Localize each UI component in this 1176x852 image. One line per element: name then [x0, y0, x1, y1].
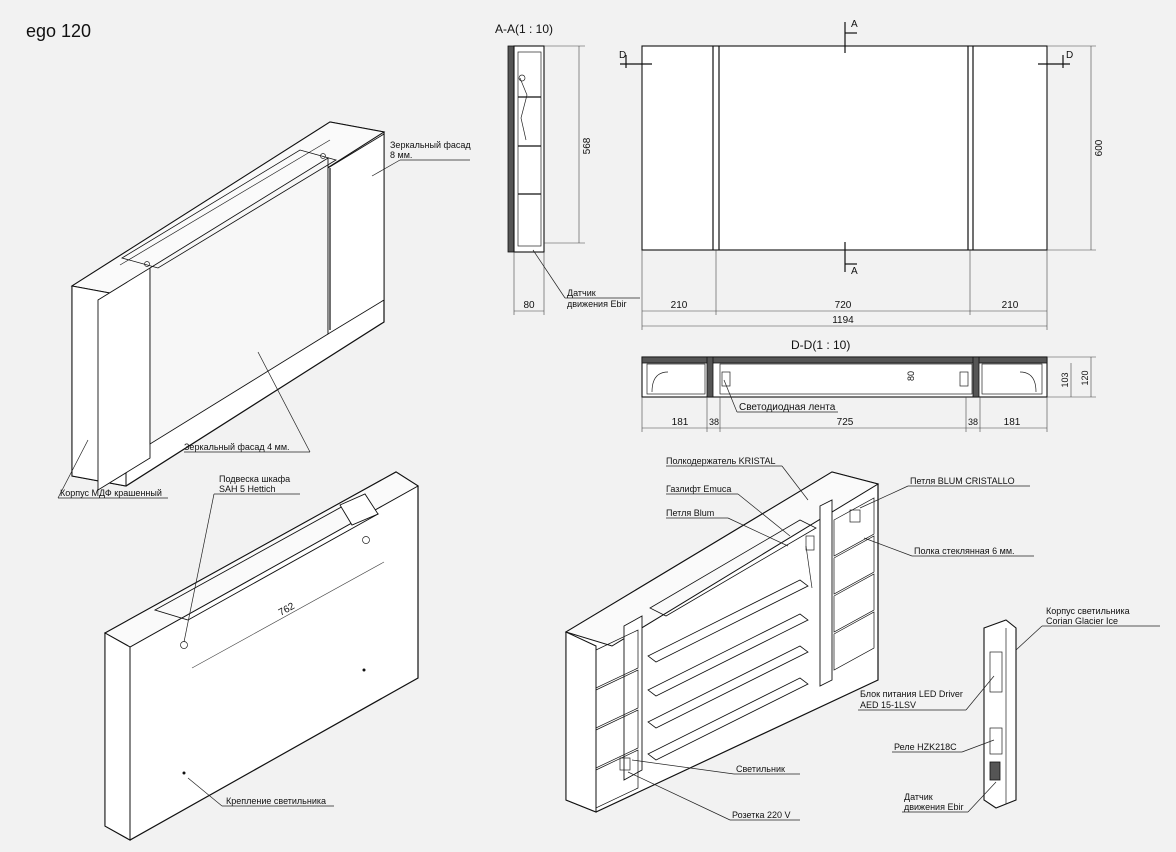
dd-dim-725: 725: [837, 417, 854, 428]
dd-dim-181-left: 181: [672, 417, 689, 428]
hanger-bracket: [339, 493, 379, 526]
mirror8-label-2: 8 мм.: [390, 150, 412, 160]
lamp-housing: [983, 619, 1017, 809]
body-leader: [57, 439, 89, 499]
relay-box: [989, 727, 1003, 755]
mirror8-label-1: Зеркальный фасад: [390, 140, 471, 150]
front-dim-1194: 1194: [832, 315, 854, 326]
right-door: [819, 499, 833, 687]
iso-back-view: 762 Подвеска шкафа SAH 5 Hettich Креплен…: [103, 471, 419, 841]
section-aa: A-A(1 : 10) 568 80 Датчик движения Ebir: [495, 22, 640, 315]
glass-shelf-leader: [863, 537, 913, 557]
hanger-leader: [183, 493, 215, 643]
aa-sensor-label-2: движения Ebir: [567, 299, 626, 309]
dd-dim-181-right: 181: [1004, 417, 1021, 428]
glass-shelf-label: Полка стеклянная 6 мм.: [914, 546, 1015, 556]
left-door: [623, 615, 643, 781]
front-dim-720: 720: [835, 300, 852, 311]
drawing-title: ego 120: [26, 21, 91, 41]
hanger-label-1: Подвеска шкафа: [219, 474, 290, 484]
socket-label: Розетка 220 V: [732, 810, 791, 820]
front-view: A A D D 600 210 720 210 1194: [619, 19, 1105, 330]
lamp-leader: [631, 759, 735, 775]
aa-inner: [517, 51, 542, 247]
lamp-mount-leader: [187, 777, 223, 807]
lamp-body-leader: [1015, 625, 1043, 651]
aa-body-outline: [513, 45, 545, 253]
front-dim-210-left: 210: [671, 300, 688, 311]
hinge-blum-label: Петля Blum: [666, 508, 714, 518]
aa-sensor-leader: [532, 249, 566, 299]
sensor-leader: [967, 781, 997, 813]
cut-a-bottom-label: A: [851, 266, 858, 277]
dd-dim-38-left: 38: [709, 417, 719, 427]
gas-lift-leader: [737, 493, 791, 537]
lamp-detail-view: Корпус светильника Corian Glacier Ice Бл…: [858, 606, 1160, 813]
shelf-holder-leader: [781, 465, 809, 501]
lamp-body-label-1: Корпус светильника: [1046, 606, 1130, 616]
driver-leader: [965, 675, 995, 711]
hinge-cristallo-leader: [859, 485, 909, 509]
section-aa-label: A-A(1 : 10): [495, 22, 553, 36]
front-dim-600: 600: [1094, 139, 1105, 156]
sensor-label-2: движения Ebir: [904, 802, 963, 812]
gas-lift-label: Газлифт Emuca: [666, 484, 731, 494]
front-dim-210-right: 210: [1002, 300, 1019, 311]
iso-back-outline: [104, 471, 419, 841]
mirror8-leader: [371, 159, 401, 177]
body-label: Корпус МДФ крашенный: [60, 488, 162, 498]
sensor-label-1: Датчик: [904, 792, 933, 802]
dd-dim-38-right: 38: [968, 417, 978, 427]
aa-dim-568: 568: [582, 137, 593, 154]
lamp-label: Светильник: [736, 764, 785, 774]
driver-label-2: AED 15-1LSV: [860, 700, 916, 710]
led-driver-box: [989, 651, 1003, 693]
iso-open-view: Полкодержатель KRISTAL Газлифт Emuca Пет…: [564, 456, 1034, 821]
back-dim-line-762: [191, 561, 385, 669]
mirror4-label: Зеркальный фасад 4 мм.: [184, 442, 290, 452]
dd-dim-103: 103: [1060, 372, 1070, 387]
relay-label: Реле HZK218C: [894, 742, 957, 752]
shelf-holder-label: Полкодержатель KRISTAL: [666, 456, 775, 466]
cut-d-left-label: D: [619, 50, 626, 61]
hanger-label-2: SAH 5 Hettich: [219, 484, 276, 494]
section-dd-label: D-D(1 : 10): [791, 338, 850, 352]
hinge-cristallo-label: Петля BLUM CRISTALLO: [910, 476, 1015, 486]
aa-dim-80: 80: [523, 300, 535, 311]
aa-gas-lift: [519, 77, 528, 141]
socket-leader: [627, 771, 731, 821]
driver-label-1: Блок питания LED Driver: [860, 689, 963, 699]
hinge-blum-leader: [727, 517, 789, 547]
cut-a-top-label: A: [851, 19, 858, 30]
section-dd: D-D(1 : 10) 103 120 80 181 38 725 38 181…: [641, 338, 1096, 432]
dd-led-label: Светодиодная лента: [739, 402, 836, 413]
aa-mirror-facade: [507, 45, 515, 253]
iso-front-view: Зеркальный фасад 8 мм. Зеркальный фасад …: [57, 121, 471, 499]
lamp-body-label-2: Corian Glacier Ice: [1046, 616, 1118, 626]
mirror4-leader: [257, 351, 311, 453]
aa-sensor-label-1: Датчик: [567, 288, 596, 298]
dd-dim-80: 80: [906, 371, 916, 381]
sensor-box: [989, 761, 1001, 781]
dd-dim-120: 120: [1080, 370, 1090, 385]
cut-d-right-label: D: [1066, 50, 1073, 61]
lamp-mount-label: Крепление светильника: [226, 796, 326, 806]
gas-lift-rod: [805, 545, 813, 589]
dd-led-leader: [723, 379, 738, 413]
relay-leader: [961, 739, 995, 753]
front-outline: [641, 45, 1048, 251]
aa-lift-pivot: [518, 74, 526, 82]
